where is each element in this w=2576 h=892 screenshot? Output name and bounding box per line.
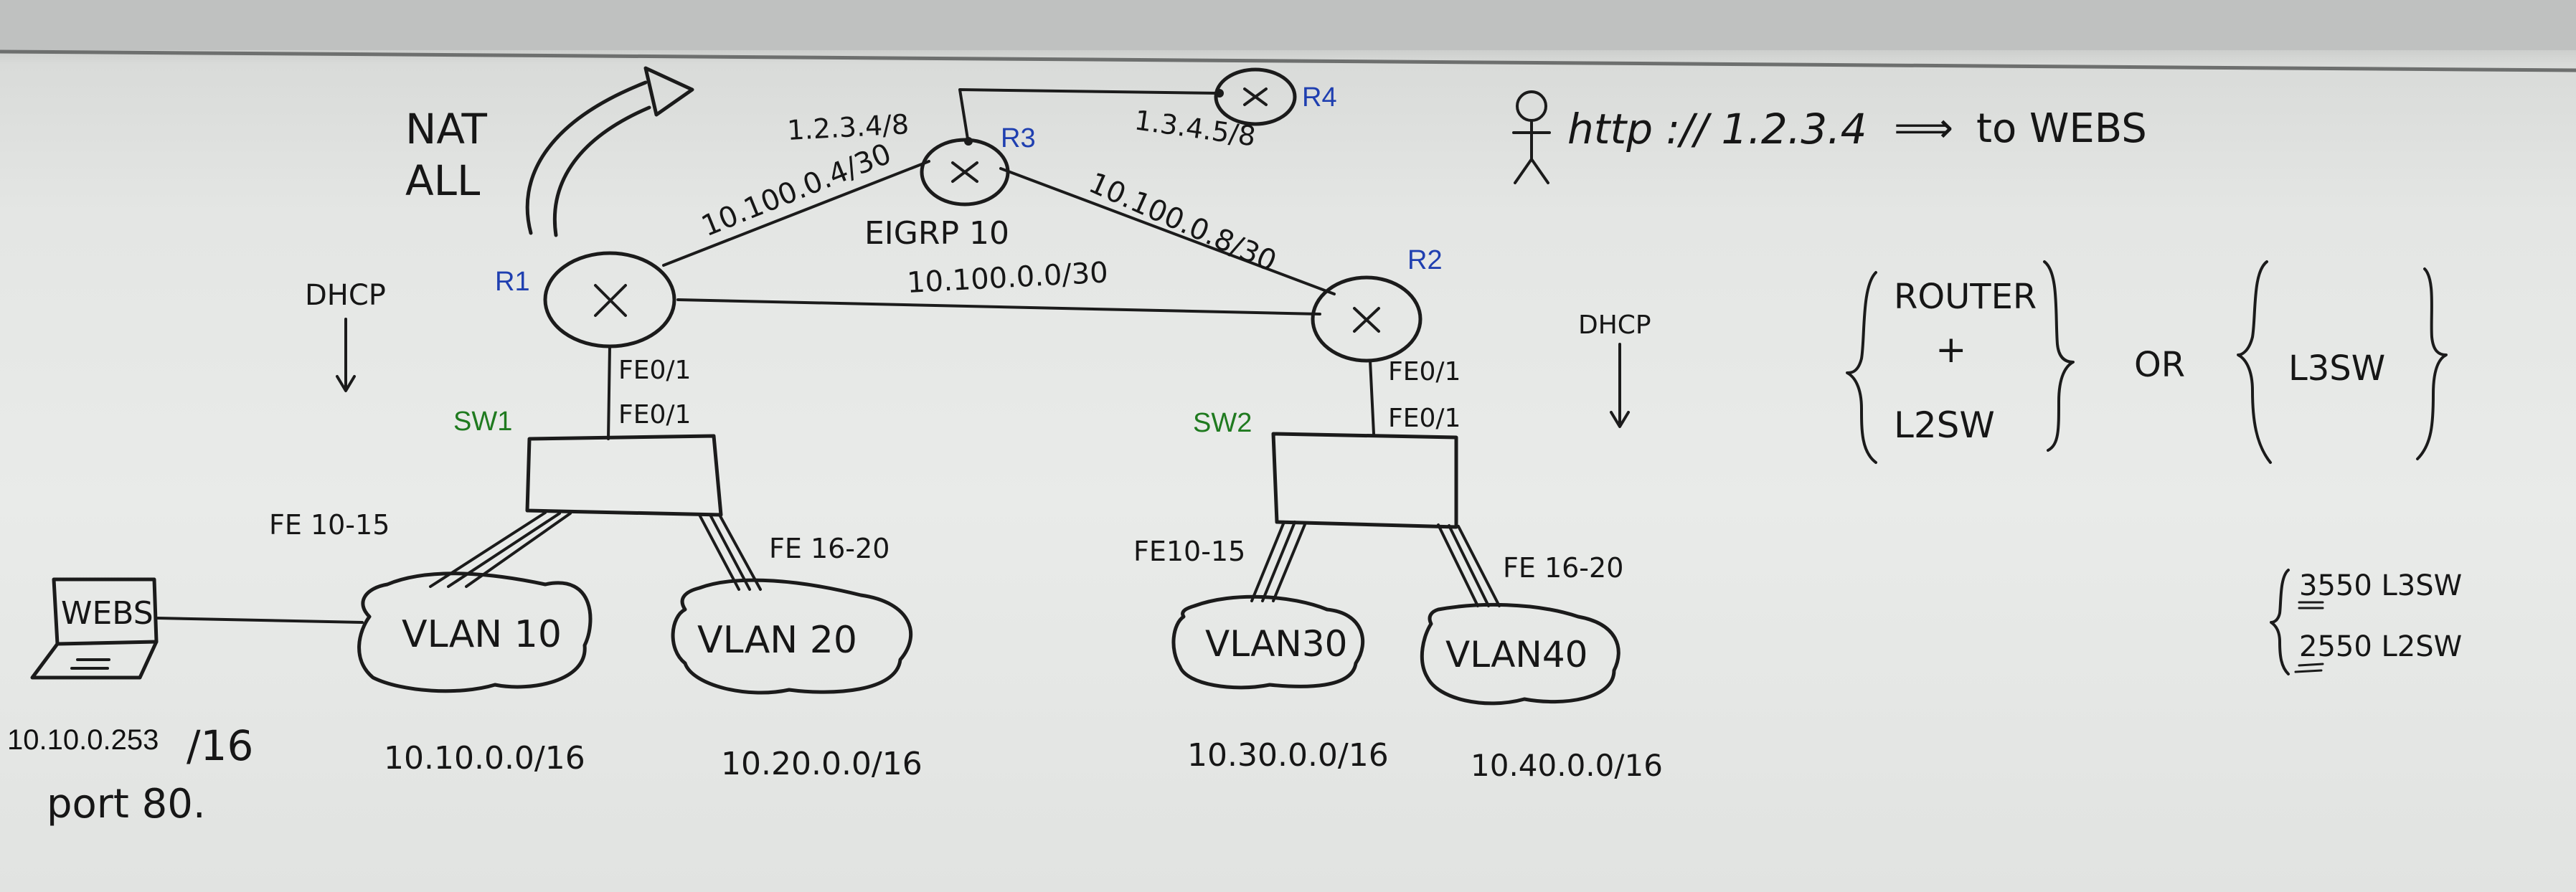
sw1-left-port-range: FE 10-15 <box>269 509 390 541</box>
sw2-right-port-range: FE 16-20 <box>1503 552 1623 584</box>
board-top-frame <box>0 0 2576 50</box>
switch-label-sw2: SW2 <box>1193 408 1252 438</box>
router-r4 <box>1214 67 1297 126</box>
router-label-r2: R2 <box>1407 245 1443 275</box>
sw1-vlan20-links <box>698 513 762 591</box>
router-r1 <box>543 251 676 348</box>
vlan10-subnet: 10.10.0.0/16 <box>384 740 585 777</box>
link-r3-r2 <box>999 167 1336 295</box>
link-r3-r4 <box>958 88 1221 145</box>
option-a-router: ROUTER <box>1894 277 2037 317</box>
router-r3 <box>920 138 1010 207</box>
dhcp-label-right: DHCP <box>1578 310 1651 340</box>
sw1-right-port-range: FE 16-20 <box>769 533 890 564</box>
vlan20-label: VLAN 20 <box>697 619 857 662</box>
link-r1-r3 <box>662 160 930 267</box>
uplink-r2-sw2 <box>1369 359 1375 435</box>
vlan40-label: VLAN40 <box>1445 634 1587 675</box>
r4-public-ip: 1.3.4.5/8 <box>1133 104 1258 152</box>
vlan40-cloud <box>1420 602 1620 706</box>
laptop-icon <box>30 577 159 680</box>
brace-right-a <box>2043 260 2075 452</box>
server-name: WEBS <box>61 595 154 632</box>
sw2-port-label: FE0/1 <box>1388 404 1461 433</box>
link-r1-r2 <box>676 298 1321 315</box>
router-label-r4: R4 <box>1302 82 1337 113</box>
r1-port-label: FE0/1 <box>618 356 691 385</box>
switch-sw1 <box>525 434 723 517</box>
underline-2550-b <box>2294 669 2323 673</box>
or-label: OR <box>2134 345 2185 385</box>
dhcp-label-left: DHCP <box>305 279 386 312</box>
implies-arrow: ⟹ <box>1894 103 1953 152</box>
uplink-r1-sw1 <box>607 345 611 440</box>
model-3550: 3550 L3SW <box>2299 569 2462 602</box>
sw2-left-port-range: FE10-15 <box>1133 536 1245 567</box>
model-2550: 2550 L2SW <box>2299 630 2462 663</box>
server-ip: 10.10.0.253 <box>7 724 159 756</box>
vlan40-subnet: 10.40.0.0/16 <box>1471 748 1663 783</box>
option-b-l3sw: L3SW <box>2288 348 2385 389</box>
vlan30-subnet: 10.30.0.0/16 <box>1187 737 1389 774</box>
sw1-port-label: FE0/1 <box>618 400 691 430</box>
vlan10-cloud <box>357 571 593 693</box>
router-label-r3: R3 <box>1001 123 1036 153</box>
brace-right-b <box>2416 267 2448 460</box>
r2-port-label: FE0/1 <box>1388 357 1461 386</box>
vlan30-label: VLAN30 <box>1205 623 1347 665</box>
brace-left-a <box>1846 271 1877 464</box>
r3-public-ip: 1.2.3.4/8 <box>786 108 910 146</box>
option-a-plus: + <box>1935 328 1967 371</box>
dhcp-arrow-right-icon <box>1610 343 1630 428</box>
vlan20-cloud <box>671 578 913 695</box>
routing-protocol-label: EIGRP 10 <box>864 215 1009 252</box>
sw2-vlan40-links <box>1437 523 1501 607</box>
link-label-r1-r2: 10.100.0.0/30 <box>906 256 1109 300</box>
router-r2 <box>1311 275 1423 363</box>
nat-label-all: ALL <box>405 156 480 205</box>
nat-label: NAT <box>405 105 488 153</box>
vlan30-cloud <box>1171 594 1365 690</box>
nat-arrow-icon <box>525 66 694 237</box>
dhcp-arrow-left-icon <box>336 318 356 392</box>
board-frame-edge <box>0 49 2576 72</box>
option-a-l2sw: L2SW <box>1894 404 1995 446</box>
vlan10-label: VLAN 10 <box>402 613 562 656</box>
underline-2550 <box>2298 663 2324 667</box>
switch-sw2 <box>1271 432 1458 529</box>
target-text: to WEBS <box>1976 105 2147 152</box>
server-mask: /16 <box>187 721 253 770</box>
sw2-vlan30-links <box>1250 521 1307 602</box>
url-text: http :// 1.2.3.4 <box>1567 105 1867 153</box>
brace-models <box>2270 569 2290 675</box>
switch-label-sw1: SW1 <box>453 407 512 437</box>
router-label-r1: R1 <box>495 267 530 297</box>
link-webs-vlan10 <box>156 617 364 624</box>
server-port: port 80. <box>47 781 206 827</box>
link-label-r3-r2: 10.100.0.8/30 <box>1084 166 1281 278</box>
vlan20-subnet: 10.20.0.0/16 <box>721 746 923 782</box>
user-stick-figure-icon <box>1512 90 1551 184</box>
brace-left-b <box>2237 260 2272 464</box>
